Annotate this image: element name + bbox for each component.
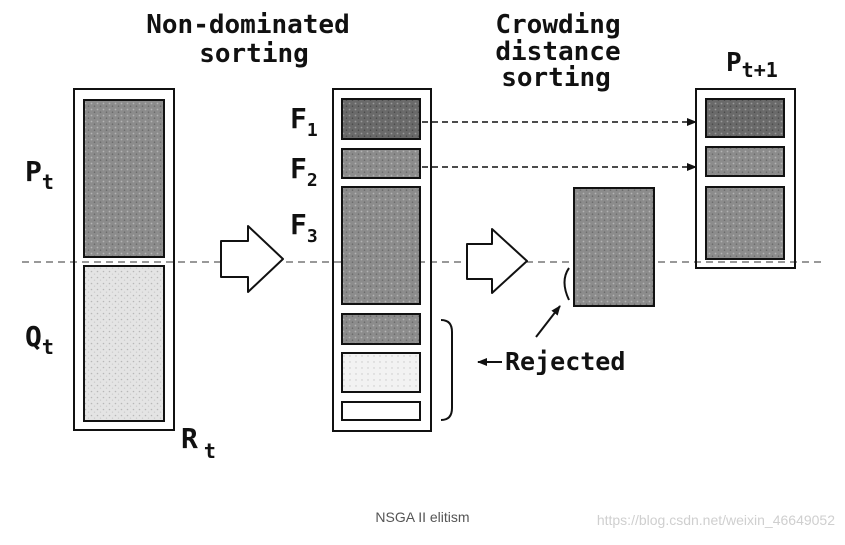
qt-block (83, 265, 165, 422)
sort-arrow-1 (220, 225, 284, 293)
heading-crowding-line1: Crowding (495, 10, 620, 40)
crowding-reject-arrow (535, 305, 561, 338)
next-f2-block (705, 146, 785, 177)
rt-column (73, 88, 175, 431)
heading-non-dominated-line1: Non-dominated (146, 10, 350, 40)
sort-arrow-2 (466, 228, 528, 294)
rejected-bracket (440, 319, 453, 421)
front-f3-block (341, 186, 421, 305)
front-f2-block (341, 148, 421, 179)
front-rejected-block-1 (341, 313, 421, 345)
source-watermark: https://blog.csdn.net/weixin_46649052 (596, 512, 835, 528)
p-next-label: Pt+1 (726, 48, 778, 82)
rejected-label: Rejected (505, 347, 625, 376)
next-f1-block (705, 98, 785, 138)
crowding-reject-bracket (563, 267, 570, 301)
f1-label: F1 (290, 102, 318, 141)
fronts-column (332, 88, 432, 432)
front-rejected-block-3 (341, 401, 421, 421)
pt-block (83, 99, 165, 258)
f2-label: F2 (290, 152, 318, 191)
pt-label: Pt (25, 155, 54, 194)
figure-caption: NSGA II elitism (375, 509, 470, 525)
crowding-sorted-f3-block (573, 187, 655, 307)
front-rejected-block-2 (341, 352, 421, 393)
next-f3-block (705, 186, 785, 260)
qt-label: Qt (25, 320, 54, 359)
front-f1-block (341, 98, 421, 140)
heading-crowding-line3: sorting (501, 63, 611, 93)
next-population-column (695, 88, 796, 269)
f3-label: F3 (290, 208, 318, 247)
heading-non-dominated-line2: sorting (199, 39, 309, 69)
heading-crowding-line2: distance (495, 37, 620, 67)
